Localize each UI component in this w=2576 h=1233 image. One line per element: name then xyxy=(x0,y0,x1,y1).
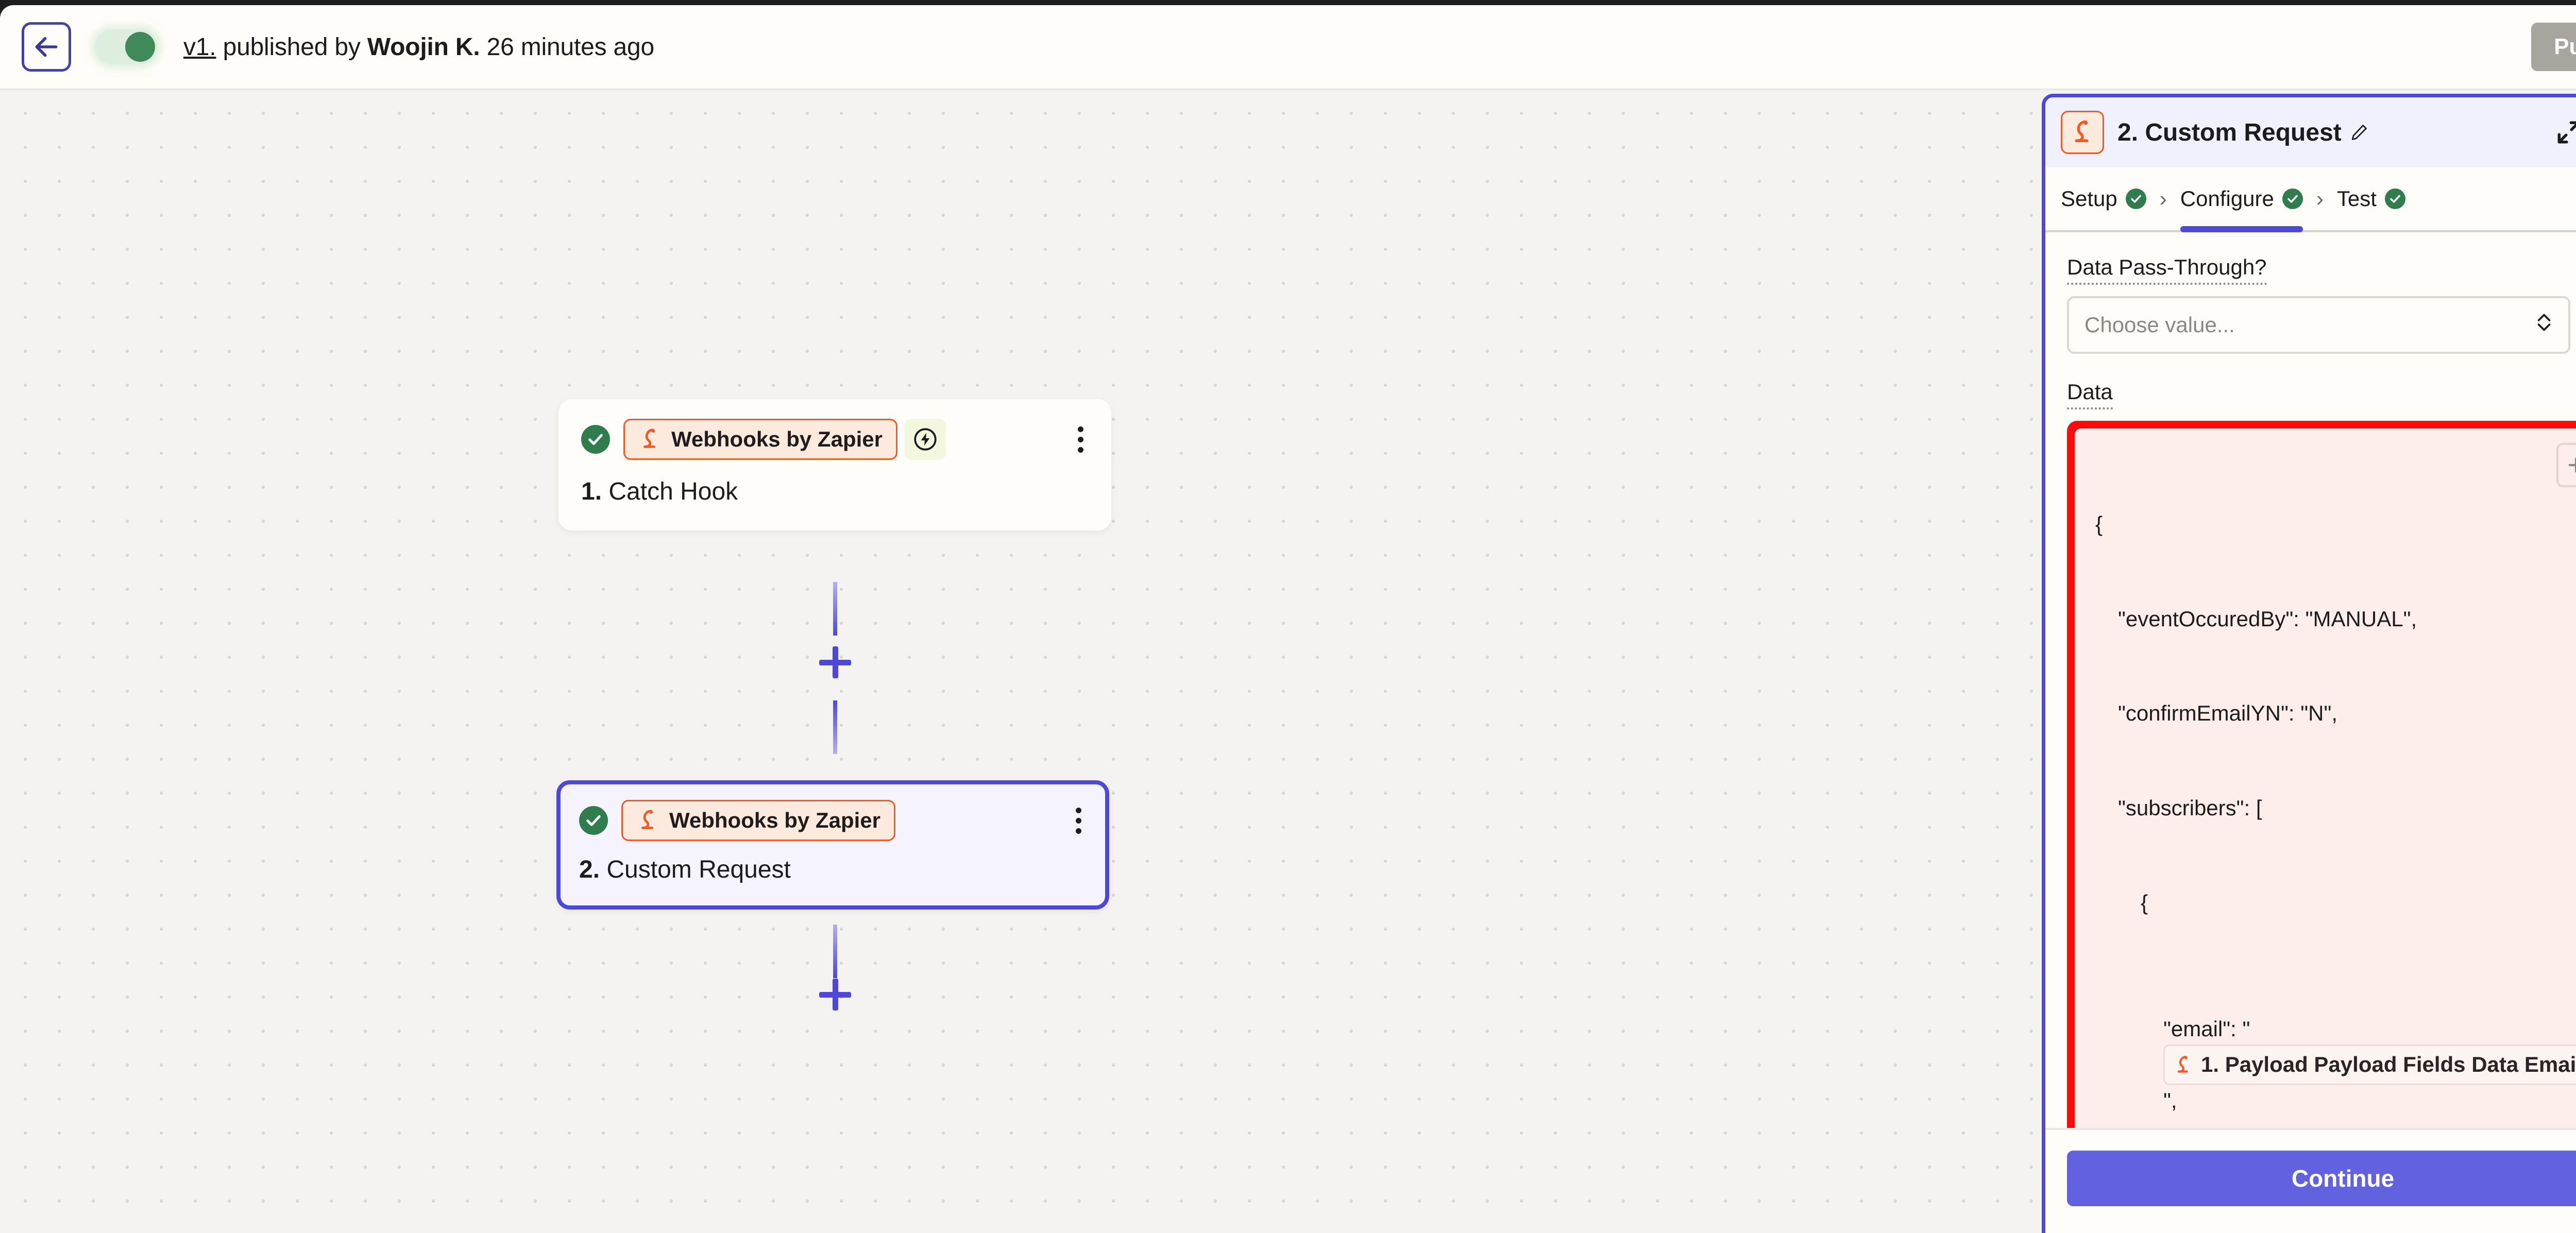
back-arrow-icon xyxy=(35,37,58,57)
plus-icon xyxy=(2568,457,2576,473)
zapier-webhooks-icon xyxy=(2075,120,2089,142)
data-json-content: { "eventOccuredBy": "MANUAL", "confirmEm… xyxy=(2095,446,2576,1128)
field-label-data-pass-through: Data Pass-Through? xyxy=(2067,255,2267,285)
continue-button[interactable]: Continue xyxy=(2067,1151,2576,1206)
data-token-pill-email[interactable]: 1. Payload Payload Fields Data Email:you… xyxy=(2163,1044,2576,1086)
version-link[interactable]: v1. xyxy=(183,33,216,61)
top-bar: v1. published by Woojin K. 26 minutes ag… xyxy=(0,5,2576,90)
node-step-title: Custom Request xyxy=(606,856,791,883)
add-step-button-2[interactable] xyxy=(819,979,851,1011)
panel-app-logo xyxy=(2061,111,2104,154)
tab-test-complete-icon xyxy=(2384,189,2405,209)
node-options-menu[interactable] xyxy=(1071,807,1087,834)
panel-title: 2. Custom Request xyxy=(2117,118,2342,146)
tab-configure[interactable]: Configure xyxy=(2180,167,2303,232)
data-pass-through-placeholder: Choose value... xyxy=(2084,313,2235,337)
tab-separator: › xyxy=(2316,186,2324,211)
node-app-name: Webhooks by Zapier xyxy=(671,427,883,451)
tab-test-label: Test xyxy=(2336,186,2377,211)
tab-test[interactable]: Test xyxy=(2337,167,2405,230)
connector-line-top xyxy=(833,582,837,636)
json-key-email: "email": " xyxy=(2163,1016,2250,1041)
back-button[interactable] xyxy=(22,22,71,72)
data-code-editor[interactable]: { "eventOccuredBy": "MANUAL", "confirmEm… xyxy=(2075,429,2576,1128)
field-data-pass-through: Data Pass-Through? Choose value... xyxy=(2067,255,2576,354)
node-step-title: Catch Hook xyxy=(608,478,738,505)
node-app-chip[interactable]: Webhooks by Zapier xyxy=(621,800,895,841)
data-field-highlight: { "eventOccuredBy": "MANUAL", "confirmEm… xyxy=(2067,421,2576,1128)
panel-tabs: Setup › Configure › Test xyxy=(2045,167,2576,232)
data-pass-through-select[interactable]: Choose value... xyxy=(2067,296,2570,354)
zapier-webhooks-icon xyxy=(643,429,656,448)
json-line: { xyxy=(2141,890,2148,915)
node-app-name: Webhooks by Zapier xyxy=(669,808,880,832)
node-title: 2. Custom Request xyxy=(561,841,1105,905)
json-line-email: "email": " 1. Payload Payload Fields Data… xyxy=(2095,1014,2576,1117)
panel-footer: Continue xyxy=(2045,1128,2576,1233)
version-status-line: v1. published by Woojin K. 26 minutes ag… xyxy=(183,33,654,61)
connector-line-mid xyxy=(833,700,837,754)
json-line: "eventOccuredBy": "MANUAL", xyxy=(2118,606,2417,631)
panel-header-actions xyxy=(2556,119,2576,145)
insert-data-button[interactable] xyxy=(2556,443,2576,487)
panel-body[interactable]: Data Pass-Through? Choose value... Data xyxy=(2045,232,2576,1128)
field-data: Data { "eventOccuredBy": "MANUAL", "conf… xyxy=(2067,380,2576,1128)
publish-button[interactable]: Publish xyxy=(2531,23,2576,71)
node-step-number: 1. xyxy=(581,478,609,505)
pencil-icon[interactable] xyxy=(2350,123,2368,142)
author-name: Woojin K. xyxy=(367,33,480,61)
tab-configure-complete-icon xyxy=(2282,189,2303,209)
json-line: "subscribers": [ xyxy=(2118,796,2262,820)
json-line: "confirmEmailYN": "N", xyxy=(2118,701,2338,726)
tab-separator: › xyxy=(2159,186,2167,211)
tab-setup-label: Setup xyxy=(2061,186,2117,211)
connector-line-bottom xyxy=(833,924,837,978)
workflow-node-1[interactable]: Webhooks by Zapier 1. Catch Hook xyxy=(558,399,1111,530)
tab-configure-label: Configure xyxy=(2180,186,2274,211)
pill-label-email: 1. Payload Payload Fields Data Email: xyxy=(2201,1052,2576,1077)
expand-icon[interactable] xyxy=(2556,119,2576,145)
zapier-webhooks-icon xyxy=(2177,1055,2188,1073)
zapier-webhooks-icon xyxy=(641,810,654,829)
add-step-button-1[interactable] xyxy=(819,646,851,678)
tab-setup[interactable]: Setup xyxy=(2061,167,2146,230)
published-by-text: published by xyxy=(216,33,367,61)
node-app-chip[interactable]: Webhooks by Zapier xyxy=(623,419,897,460)
workflow-node-2[interactable]: Webhooks by Zapier 2. Custom Request xyxy=(556,780,1109,910)
panel-header: 2. Custom Request xyxy=(2045,97,2576,167)
node-title: 1. Catch Hook xyxy=(558,460,1111,530)
instant-trigger-badge xyxy=(904,419,946,460)
field-label-data: Data xyxy=(2067,380,2113,409)
zap-enabled-toggle[interactable] xyxy=(95,29,158,64)
step-detail-panel: 2. Custom Request Setup › Configure xyxy=(2042,94,2576,1233)
tab-setup-complete-icon xyxy=(2125,189,2146,209)
lightning-bolt-icon xyxy=(914,428,937,451)
time-ago: 26 minutes ago xyxy=(480,33,655,61)
chevron-updown-icon xyxy=(2535,310,2553,340)
node-status-success-icon xyxy=(579,806,608,835)
node-options-menu[interactable] xyxy=(1073,426,1089,453)
json-suffix-email: ", xyxy=(2163,1088,2177,1113)
node-status-success-icon xyxy=(581,425,610,454)
node-step-number: 2. xyxy=(579,856,607,883)
json-line: { xyxy=(2095,511,2103,536)
